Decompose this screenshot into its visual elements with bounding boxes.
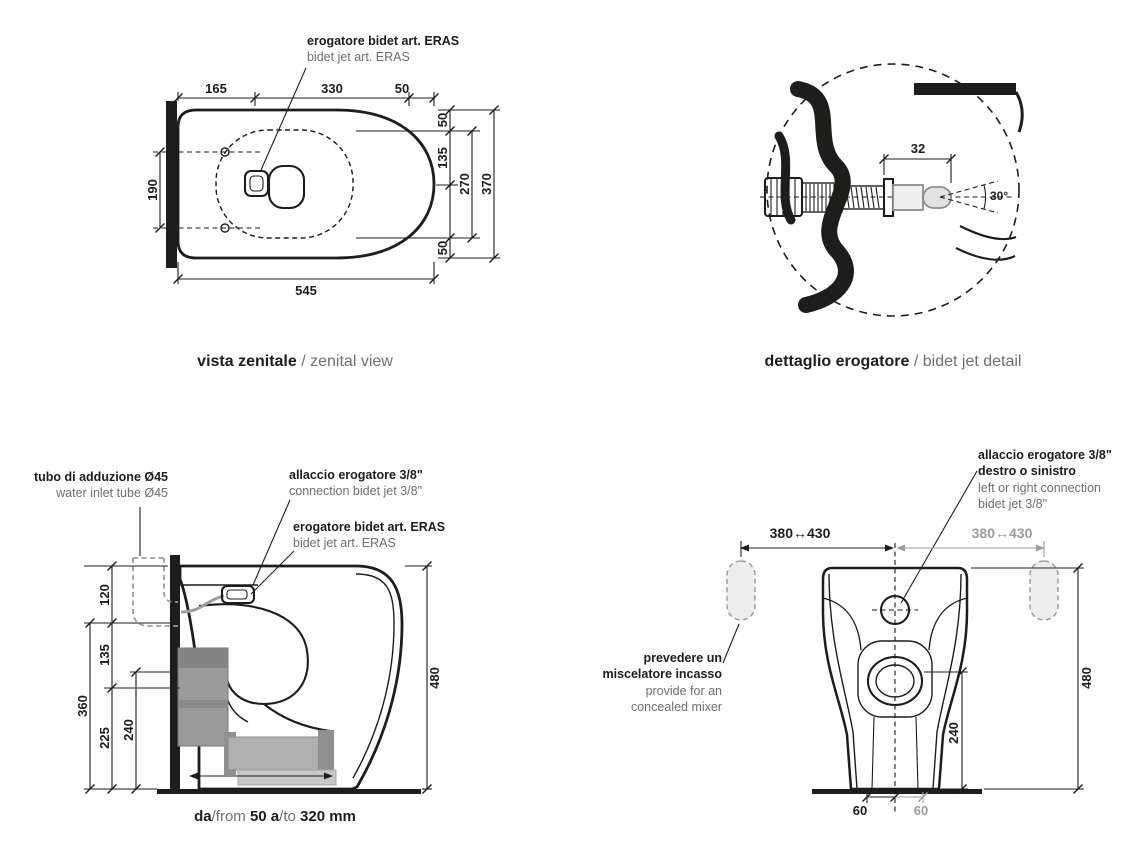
wall-section	[166, 101, 177, 268]
jet-detail-drawing: 32 30°	[760, 63, 1024, 317]
svg-text:60: 60	[853, 803, 867, 818]
dim-32: 32	[878, 141, 957, 183]
svg-text:370: 370	[479, 173, 494, 195]
svg-text:190: 190	[145, 179, 160, 201]
inlet-elbow	[180, 594, 225, 614]
svg-text:240: 240	[121, 719, 136, 741]
svg-text:60: 60	[914, 803, 928, 818]
svg-text:360: 360	[75, 695, 90, 717]
dim-545: 545	[172, 262, 440, 298]
trap-housing	[857, 640, 933, 718]
svg-text:120: 120	[97, 584, 112, 606]
svg-text:545: 545	[295, 283, 317, 298]
dim-480-rear: 480	[971, 562, 1094, 795]
leader-line	[250, 550, 295, 595]
note-jet-zenital-en: bidet jet art. ERAS	[307, 50, 410, 65]
svg-text:225: 225	[97, 727, 112, 749]
seat-opening-dashed	[215, 129, 354, 239]
svg-text:30°: 30°	[990, 189, 1008, 203]
note-mixer: prevedere un miscelatore incasso provide…	[602, 651, 722, 714]
drain-pipe	[227, 736, 329, 771]
dim-chain-right: 50 135 50 270 370	[356, 104, 500, 264]
jet-nozzle-tip	[922, 186, 952, 209]
bowl-section	[198, 603, 309, 706]
mixer-position-left	[726, 560, 756, 621]
leader-line	[252, 499, 291, 586]
svg-text:270: 270	[457, 173, 472, 195]
ceramic-rim-section	[914, 83, 1016, 95]
caption-zenital-view: vista zenitale / zenital view	[197, 353, 393, 370]
dim-range-right-mixer: 380↔430	[896, 525, 1045, 557]
note-connection-side: allaccio erogatore 3/8" connection bidet…	[289, 468, 423, 499]
svg-text:380↔430: 380↔430	[972, 525, 1033, 541]
detail-circle	[766, 63, 1020, 317]
svg-text:50: 50	[435, 113, 450, 127]
dim-range-left-mixer: 380↔430	[740, 525, 894, 557]
svg-text:480: 480	[1079, 667, 1094, 689]
dim-chain-left: 120 135 225 360 240	[75, 560, 180, 795]
dim-330: 330	[321, 81, 343, 96]
svg-text:380↔430: 380↔430	[770, 525, 831, 541]
floor-line	[812, 789, 982, 794]
leader-line	[900, 470, 978, 604]
svg-text:135: 135	[97, 644, 112, 666]
svg-text:135: 135	[435, 147, 450, 169]
bidet-jet-side	[220, 584, 256, 605]
drain-hole-top	[267, 164, 306, 210]
note-inlet-tube: tubo di adduzione Ø45 water inlet tube Ø…	[33, 470, 168, 501]
zenital-view-drawing: 165 330 50 190 545	[145, 67, 500, 298]
caption-adjustable-range: da/from 50 a/to 320 mm	[194, 808, 356, 825]
svg-text:50: 50	[435, 241, 450, 255]
svg-text:480: 480	[427, 667, 442, 689]
drain-outlet	[866, 655, 924, 707]
rear-view-drawing: 380↔430 380↔430 480 240	[722, 470, 1094, 818]
caption-jet-detail: dettaglio erogatore / bidet jet detail	[764, 353, 1022, 370]
pan-profile	[178, 564, 404, 791]
note-connection-rear: allaccio erogatore 3/8" destro o sinistr…	[978, 448, 1112, 511]
dim-60-60: 60 60	[853, 791, 928, 818]
dim-165: 165	[205, 81, 227, 96]
drain-pipe-extension	[237, 769, 337, 786]
water-inlet-tube	[132, 557, 178, 627]
note-jet-zenital: erogatore bidet art. ERAS bidet jet art.…	[307, 33, 459, 66]
dim-chain-top: 165 330 50	[172, 81, 440, 106]
pan-rear-outline	[821, 566, 969, 791]
jet-connection-hole	[879, 594, 911, 626]
dim-190: 190	[145, 146, 166, 234]
leader-line	[722, 623, 740, 664]
mixer-position-right	[1029, 560, 1059, 621]
floor-line	[157, 789, 421, 794]
wall-section	[170, 555, 180, 794]
svg-text:240: 240	[946, 722, 961, 744]
bidet-jet-top	[243, 169, 270, 198]
note-jet-zenital-it: erogatore bidet art. ERAS	[307, 34, 460, 48]
bowl-outline-top	[176, 108, 436, 260]
jet-thread	[841, 185, 885, 210]
svg-text:32: 32	[911, 141, 925, 156]
side-view-drawing: 480 120 135 225 360 240	[75, 499, 442, 795]
note-jet-side: erogatore bidet art. ERAS bidet jet art.…	[293, 520, 446, 551]
leader-line	[260, 67, 307, 171]
dim-480-side: 480	[405, 560, 442, 795]
dim-50-top: 50	[395, 81, 409, 96]
dim-angle-30: 30°	[939, 180, 1008, 214]
dim-240-rear: 240	[924, 666, 968, 795]
jet-body	[892, 184, 924, 211]
